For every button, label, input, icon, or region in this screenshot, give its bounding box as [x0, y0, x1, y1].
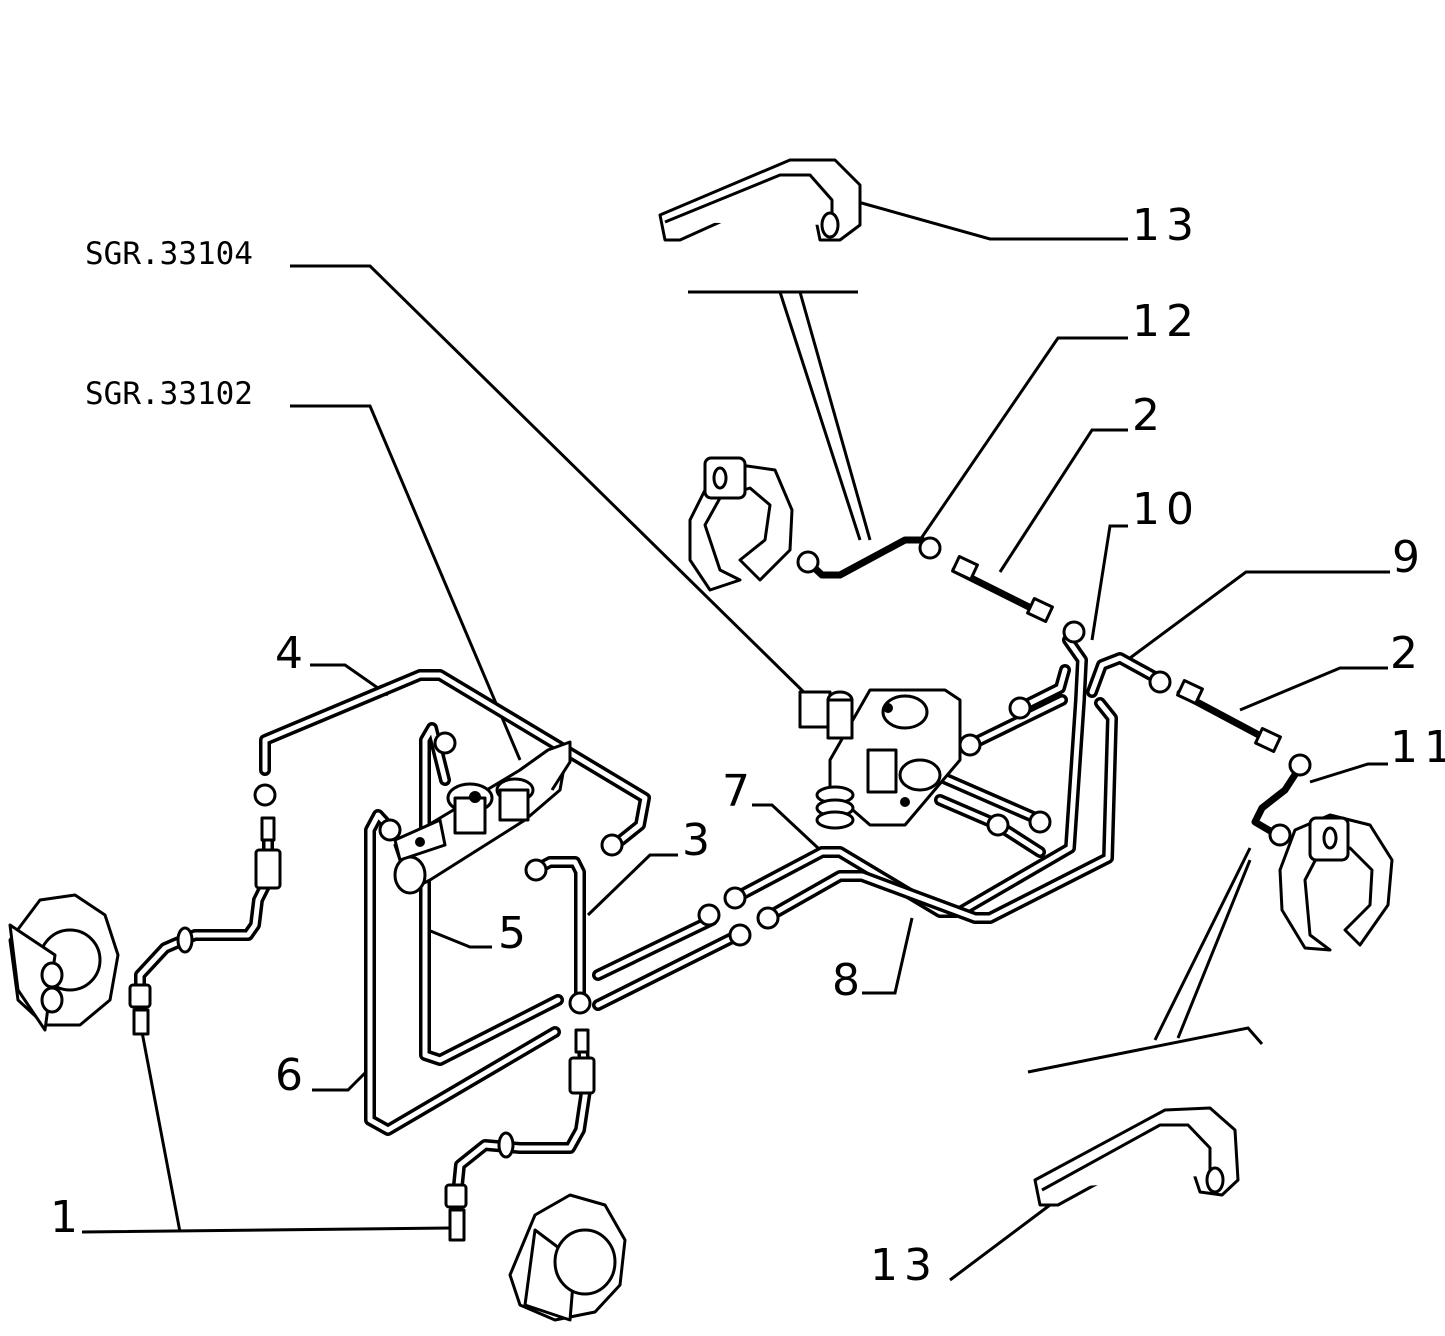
leader-sgr-33102 [290, 404, 522, 761]
brake-hose-2-upper [951, 555, 1054, 623]
joint [1148, 670, 1172, 694]
reference-label: SGR.33104 [85, 236, 253, 272]
callout-label: 5 [498, 908, 532, 959]
callout-label: 13 [870, 1240, 938, 1291]
callout-label: 12 [1132, 296, 1200, 347]
leader-4 [310, 663, 389, 697]
leader-7 [752, 803, 820, 850]
joint [1008, 696, 1032, 720]
callout-label: 9 [1392, 532, 1426, 583]
bracket-hose-top [688, 290, 872, 541]
callout-label: 10 [1132, 484, 1200, 535]
leader-11 [1309, 762, 1388, 784]
joint [918, 536, 942, 560]
leader-10 [1090, 524, 1128, 641]
callout-label: 3 [682, 815, 716, 866]
brake-hose-left [128, 816, 282, 1036]
bracket-hose-bottom [1027, 847, 1264, 1074]
caliper-bracket-upper [688, 456, 794, 592]
hose-clip-top [658, 158, 862, 242]
hose-clip-bottom [1033, 1106, 1240, 1207]
joint [986, 813, 1010, 837]
leader-1 [81, 1031, 451, 1234]
brake-pipes [259, 536, 1302, 1136]
callout-label: 6 [275, 1050, 309, 1101]
reference-label: SGR.33102 [85, 376, 253, 412]
leader-5 [427, 928, 492, 949]
leader-13-bottom [949, 1203, 1051, 1282]
leader-2-lower [1239, 666, 1388, 712]
callout-label: 8 [832, 955, 866, 1006]
joint [1028, 810, 1052, 834]
callout-label: 4 [275, 628, 309, 679]
leader-6 [312, 1068, 370, 1092]
leader-2-upper [998, 428, 1128, 573]
leader-12 [918, 336, 1128, 541]
pressure-regulator-valve [798, 688, 962, 830]
joint [600, 833, 624, 857]
callout-label: 7 [722, 766, 756, 817]
joint [1062, 620, 1086, 644]
caliper-bracket-lower [1278, 813, 1394, 952]
leader-lines [81, 200, 1390, 1282]
pipe-3 [529, 856, 586, 1011]
pipe-joints [253, 536, 1312, 1015]
callout-labels: 13 12 2 10 9 2 11 4 3 7 5 8 6 1 13 [50, 200, 1445, 1291]
joint [756, 906, 780, 930]
brake-disc-left [8, 893, 120, 1032]
callout-label: 2 [1132, 390, 1166, 441]
callout-label: 2 [1390, 628, 1424, 679]
joint [524, 858, 548, 882]
joint [796, 550, 820, 574]
leader-13-top [857, 200, 1128, 241]
leader-3 [586, 853, 678, 917]
leader-8 [862, 917, 914, 995]
joint [568, 991, 592, 1015]
joint [1288, 753, 1312, 777]
callout-label: 13 [1132, 200, 1200, 251]
master-cylinder [393, 740, 572, 895]
callout-label: 11 [1390, 722, 1445, 773]
joint [728, 923, 752, 947]
pipe-12 [804, 536, 926, 579]
pipe-11 [1251, 766, 1302, 836]
joint [433, 731, 457, 755]
brake-hose-2-lower [1176, 679, 1282, 753]
brake-hose-right [444, 1028, 596, 1242]
joint [958, 733, 982, 757]
joint [1268, 823, 1292, 847]
joint [253, 783, 277, 807]
joint [378, 818, 402, 842]
leader-9 [1129, 570, 1390, 660]
joint [697, 903, 721, 927]
callout-label: 1 [50, 1192, 84, 1243]
brake-disc-right [508, 1193, 627, 1322]
joint [723, 886, 747, 910]
reference-labels: SGR.33104 SGR.33102 [85, 236, 253, 412]
leader-sgr-33104 [290, 264, 822, 710]
